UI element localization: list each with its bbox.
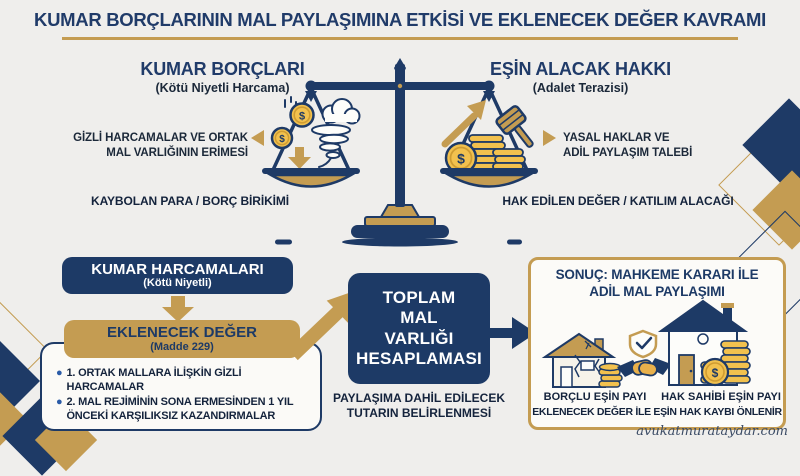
added-value-box: EKLENECEK DEĞER (Madde 229) <box>64 320 300 358</box>
result-labels: BORÇLU EŞİN PAYI HAK SAHİBİ EŞİN PAYI <box>531 391 783 403</box>
right-annotation-line2: ADİL PAYLAŞIM TALEBİ <box>563 146 693 159</box>
gambling-expenses-box: KUMAR HARCAMALARI (Kötü Niyetli) <box>62 257 293 294</box>
result-box: SONUÇ: MAHKEME KARARI İLE ADİL MAL PAYLA… <box>528 257 786 430</box>
rising-arrow-icon <box>441 100 486 148</box>
svg-text:$: $ <box>299 111 305 123</box>
bullet-dot: ● <box>56 395 63 408</box>
bullet-dot: ● <box>56 367 63 379</box>
result-illustration: $ <box>541 299 751 388</box>
flow-down-arrow-icon <box>162 296 194 322</box>
right-annotation-line1: YASAL HAKLAR VE <box>563 132 670 144</box>
calc-line: MAL <box>400 308 438 328</box>
calc-caption: PAYLAŞIMA DAHİL EDİLECEK TUTARIN BELİRLE… <box>324 391 514 421</box>
left-annotation: GİZLİ HARCAMALAR VE ORTAK MAL VARLIĞININ… <box>60 131 248 161</box>
calc-caption-line2: TUTARIN BELİRLENMESİ <box>346 406 492 420</box>
calc-line: TOPLAM <box>382 287 456 307</box>
added-value-title: EKLENECEK DEĞER <box>106 324 258 342</box>
added-value-subtitle: (Madde 229) <box>150 340 214 353</box>
list-item: ● 1. ORTAK MALLARA İLİŞKİN GİZLİ HARCAMA… <box>56 366 312 395</box>
gambling-expenses-subtitle: (Kötü Niyetli) <box>143 277 212 290</box>
left-column-heading: KUMAR BORÇLARI (Kötü Niyetli Harcama) <box>110 59 335 95</box>
debtor-spouse-label: BORÇLU EŞİN PAYI <box>543 391 647 403</box>
left-annotation-line2: MAL VARLIĞININ ERİMESİ <box>106 146 248 159</box>
left-subheading-text: (Kötü Niyetli Harcama) <box>155 81 290 95</box>
tornado-icon <box>311 98 361 168</box>
coin-stack-icon: $ <box>444 134 526 175</box>
coins-icon: $ <box>700 340 751 387</box>
handshake-icon <box>617 358 671 377</box>
svg-text:$: $ <box>279 134 285 145</box>
result-note: EKLENECEK DEĞER İLE EŞİN HAK KAYBI ÖNLEN… <box>532 406 782 418</box>
list-item-text: 2. MAL REJİMİNİN SONA ERMESİNDEN 1 YIL Ö… <box>66 395 294 422</box>
right-subheading-text: (Adalet Terazisi) <box>532 81 629 95</box>
right-caption: HAK EDİLEN DEĞER / KATILIM ALACAĞI <box>502 194 734 208</box>
title-underline <box>62 37 738 40</box>
total-assets-box: TOPLAM MAL VARLIĞI HESAPLAMASI <box>348 273 490 384</box>
flow-diagonal-arrow-icon <box>288 288 363 361</box>
left-arrowhead-icon <box>251 130 264 146</box>
broken-house-icon <box>541 332 617 388</box>
down-arrow-icon <box>288 147 311 169</box>
list-item-text: 1. ORTAK MALLARA İLİŞKİN GİZLİ HARCAMALA… <box>66 367 242 394</box>
right-annotation: YASAL HAKLAR VE ADİL PAYLAŞIM TALEBİ <box>563 131 763 161</box>
falling-coins-icon: $ $ <box>270 96 315 150</box>
svg-text:$: $ <box>457 151 465 167</box>
entitled-spouse-label: HAK SAHİBİ EŞİN PAYI <box>661 391 781 403</box>
list-item: ● 2. MAL REJİMİNİN SONA ERMESİNDEN 1 YIL… <box>56 395 312 424</box>
gavel-icon <box>495 105 534 148</box>
left-annotation-line1: GİZLİ HARCAMALAR VE ORTAK <box>73 132 248 144</box>
svg-text:$: $ <box>712 366 719 380</box>
balance-scale-icon: $ $ <box>262 58 538 247</box>
calc-line: HESAPLAMASI <box>356 348 482 368</box>
flow-right-arrow-icon <box>490 317 536 349</box>
result-title: SONUÇ: MAHKEME KARARI İLE ADİL MAL PAYLA… <box>531 267 783 301</box>
page-title: KUMAR BORÇLARININ MAL PAYLAŞIMINA ETKİSİ… <box>34 9 766 30</box>
calc-caption-line1: PAYLAŞIMA DAHİL EDİLECEK <box>332 391 506 405</box>
shield-check-icon <box>628 329 658 359</box>
calc-line: VARLIĞI <box>384 328 454 348</box>
result-title-line1: SONUÇ: MAHKEME KARARI İLE <box>555 267 759 282</box>
watermark: avukatmurataydar.com <box>636 424 788 439</box>
small-coin-stack-icon <box>598 362 623 388</box>
gambling-expenses-title: KUMAR HARCAMALARI <box>91 260 264 278</box>
right-arrowhead-icon <box>543 130 556 146</box>
left-heading-text: KUMAR BORÇLARI <box>140 59 305 79</box>
right-column-heading: EŞİN ALACAK HAKKI (Adalet Terazisi) <box>468 59 693 95</box>
right-heading-text: EŞİN ALACAK HAKKI <box>490 59 671 79</box>
left-caption: KAYBOLAN PARA / BORÇ BİRİKİMİ <box>91 194 289 208</box>
result-title-line2: ADİL MAL PAYLAŞIMI <box>589 283 725 299</box>
